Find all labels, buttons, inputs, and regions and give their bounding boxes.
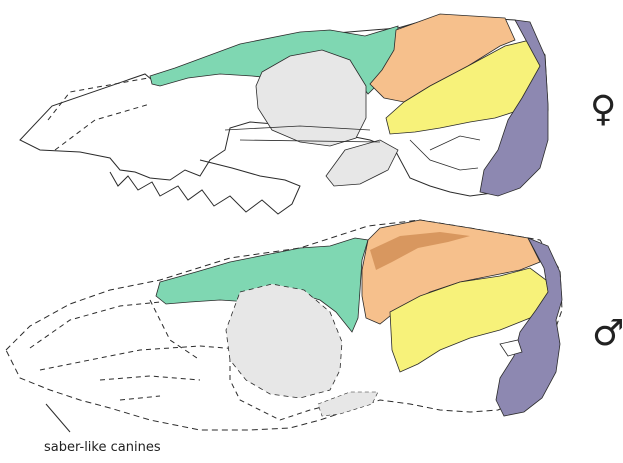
male-skull [6,220,562,432]
female-grey-jaw [326,140,398,186]
male-grey-jaw [318,392,378,416]
canine-pointer-line [46,404,70,432]
female-symbol-icon: ♀ [590,92,616,128]
female-skull [20,14,548,214]
male-symbol-icon: ♂ [592,316,623,352]
saber-canines-label: saber-like canines [44,440,161,455]
